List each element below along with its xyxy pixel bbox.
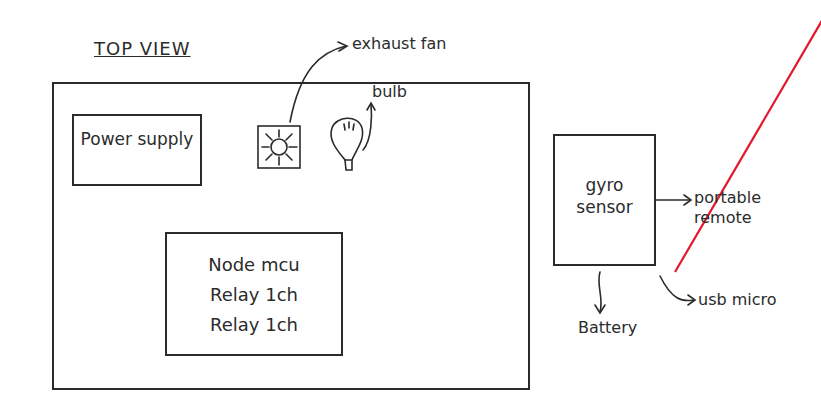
box-text: Relay 1ch — [167, 280, 341, 310]
red-line — [675, 0, 821, 272]
controller-box: Node mcuRelay 1chRelay 1ch — [165, 232, 343, 356]
enclosure-box: TOP VIEWPower supplyNode mcuRelay 1chRel… — [52, 82, 530, 390]
fan-label: exhaust fan — [352, 34, 462, 54]
box-text: Power supply — [74, 128, 200, 150]
box-text: Node mcu — [167, 250, 341, 280]
exhaust-fan — [258, 126, 300, 168]
box-text: gyro sensor — [555, 174, 654, 218]
remote-label: portable remote — [694, 188, 774, 228]
box-text: Relay 1ch — [167, 310, 341, 340]
view-heading: TOP VIEW — [94, 38, 191, 59]
power-supply-box: Power supply — [72, 114, 202, 186]
bulb-label: bulb — [372, 82, 432, 102]
battery-label: Battery — [578, 318, 658, 338]
bulb-symbol — [331, 118, 363, 170]
usb-label: usb micro — [698, 290, 798, 310]
gyro-sensor-box: gyro sensor — [553, 134, 656, 266]
